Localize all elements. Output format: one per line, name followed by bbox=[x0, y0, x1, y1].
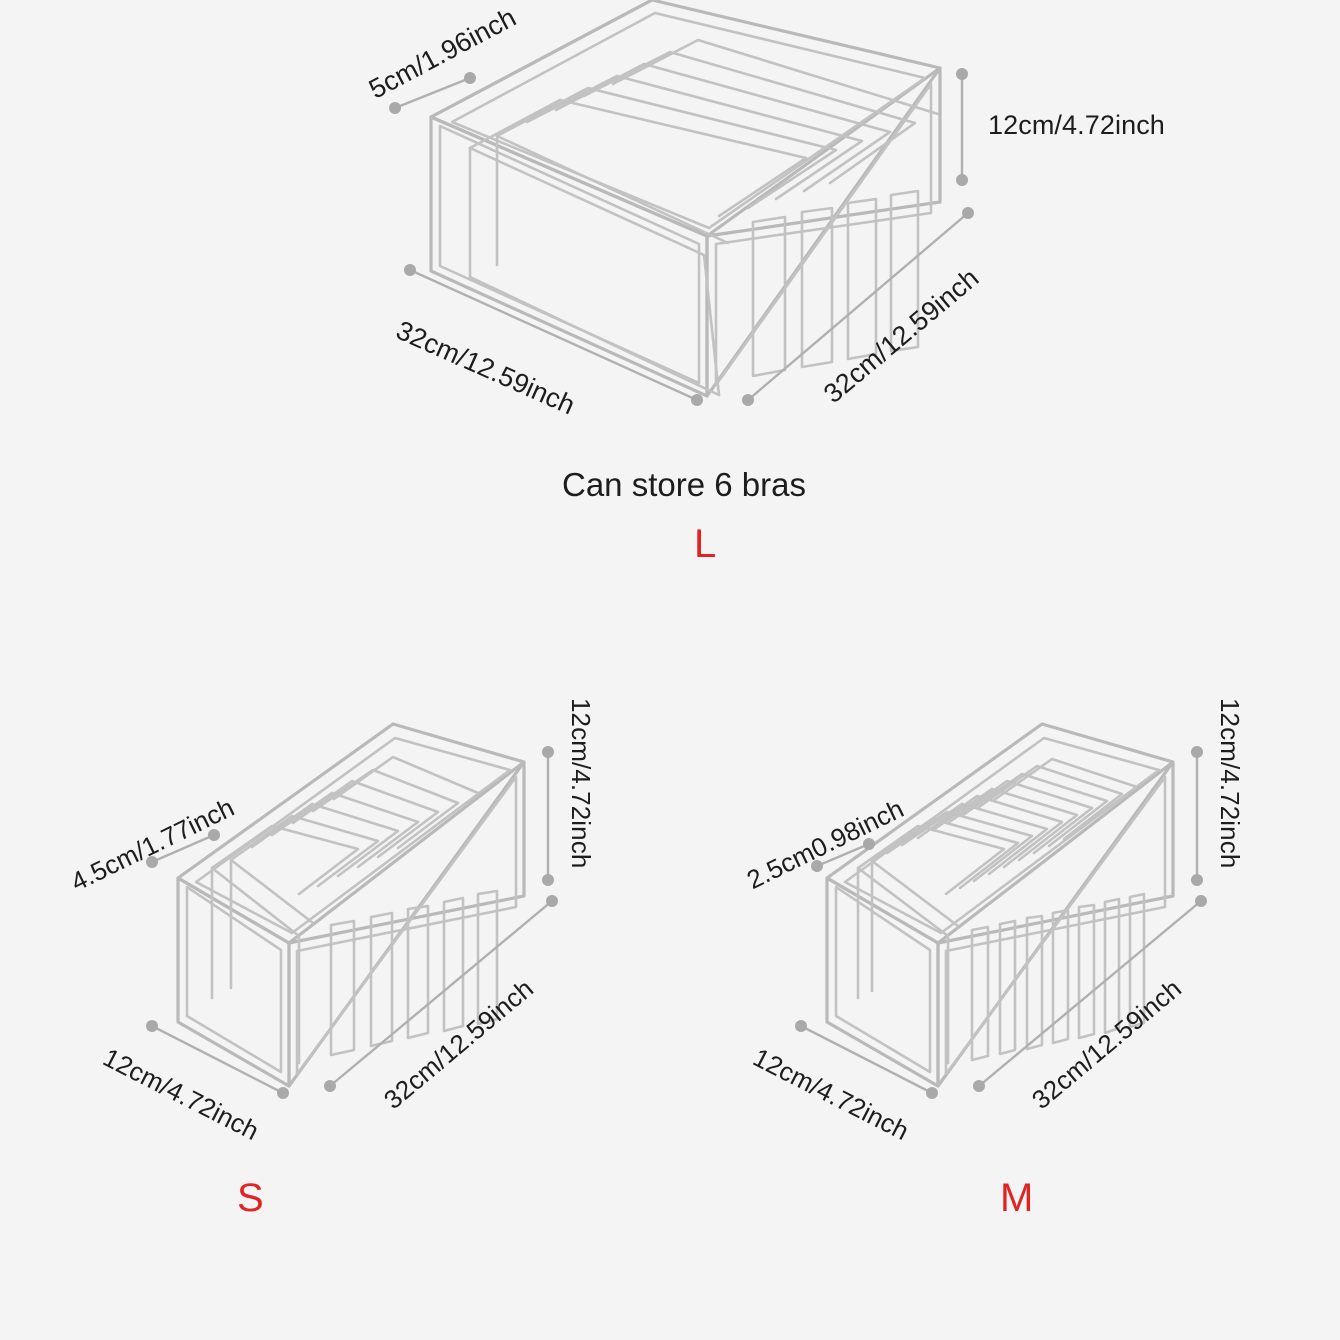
dim-line-medium-depth bbox=[973, 895, 1207, 1092]
dim-line-small-front-width bbox=[146, 1020, 289, 1099]
size-label-medium: M bbox=[1000, 1176, 1034, 1220]
size-label-large: L bbox=[694, 522, 717, 566]
dim-line-small-depth bbox=[324, 895, 558, 1092]
label-large-height: 12cm/4.72inch bbox=[988, 110, 1165, 140]
organizer-medium-drawing bbox=[795, 722, 1207, 1099]
label-small-height: 12cm/4.72inch bbox=[566, 698, 596, 869]
dim-line-large-height bbox=[956, 68, 968, 186]
organizer-large-drawing bbox=[389, 0, 974, 406]
dim-line-large-depth bbox=[742, 207, 974, 406]
dim-line-small-divider bbox=[146, 829, 220, 868]
organizer-small-drawing bbox=[146, 722, 558, 1099]
dim-line-large-divider bbox=[389, 72, 476, 114]
caption-large-capacity: Can store 6 bras bbox=[562, 466, 806, 503]
dim-line-medium-divider bbox=[811, 838, 875, 872]
dim-line-medium-front-width bbox=[795, 1020, 938, 1099]
label-medium-height: 12cm/4.72inch bbox=[1215, 698, 1245, 869]
dim-line-small-height bbox=[542, 746, 554, 886]
dim-line-medium-height bbox=[1191, 746, 1203, 886]
dim-line-large-front-width bbox=[404, 264, 703, 406]
size-label-small: S bbox=[237, 1176, 264, 1220]
